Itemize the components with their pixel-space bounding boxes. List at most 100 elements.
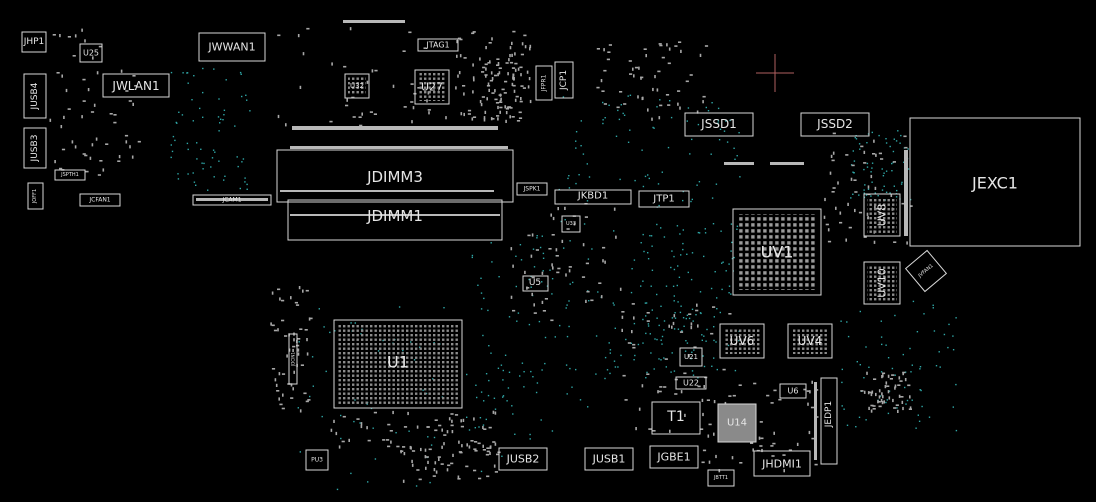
outline-jwwan1 [198,32,266,62]
label-jssd1[interactable]: JSSD1 [700,117,737,131]
outline-jusb1 [584,447,634,471]
jssd-pin-row-2 [770,162,804,165]
label-jhdmi1[interactable]: JHDMI1 [761,458,802,471]
label-uv1[interactable]: UV1 [761,243,794,262]
label-jssd2[interactable]: JSSD2 [816,117,853,131]
label-jwlan1[interactable]: JWLAN1 [111,79,159,93]
jedp1-pin-row [814,382,817,460]
uv6-ball-grid [724,328,760,354]
label-jedp1[interactable]: JEDP1 [824,401,834,428]
label-jexc1[interactable]: JEXC1 [971,174,1018,193]
outline-jwlan1 [102,73,170,98]
label-jspk1[interactable]: JSPK1 [523,186,541,193]
uv1-ball-grid [738,214,816,290]
label-jusb2[interactable]: JUSB2 [506,453,540,466]
label-jhp1[interactable]: JHP1 [23,37,45,47]
label-jwwan1[interactable]: JWWAN1 [207,41,255,54]
u27-ball-grid [418,73,446,101]
label-jcp1[interactable]: JCP1 [559,70,569,91]
outline-u14 [717,403,757,443]
jcam1-pin-row [196,198,268,201]
label-u32[interactable]: U32 [350,82,364,90]
outline-jdcin1 [288,333,298,385]
outline-uv1 [732,208,822,296]
u1-ball-grid [338,324,458,404]
label-uv4[interactable]: UV4 [798,334,823,348]
jdimm-top-header [292,126,498,130]
outline-jexc1 [909,117,1081,247]
outline-jcfan1 [79,193,121,207]
outline-u33 [561,215,581,233]
outline-joff1 [27,182,44,210]
label-u5[interactable]: U5 [529,278,541,288]
label-u25[interactable]: U25 [83,49,99,58]
outline-u32 [344,73,370,99]
label-jtag1[interactable]: JTAG1 [425,41,449,50]
outline-u5 [522,275,549,292]
label-u33[interactable]: U33 [566,221,576,227]
label-uv6[interactable]: UV6 [730,334,755,348]
jssd-pin-row-1 [724,162,754,165]
label-jdimm1[interactable]: JDIMM1 [366,207,423,225]
label-jtp1[interactable]: JTP1 [652,194,674,205]
label-joff1[interactable]: JOFF1 [32,189,38,204]
jdimm3-pin-row [280,190,494,192]
uv8-ball-grid [867,197,897,233]
label-u27[interactable]: U27 [421,81,443,94]
label-jcfan1[interactable]: JCFAN1 [88,197,110,204]
label-u14[interactable]: U14 [727,418,747,429]
outline-jtp1 [638,190,690,208]
label-uv8[interactable]: UV8 [876,204,889,227]
label-jusb3[interactable]: JUSB3 [30,135,40,163]
outline-uv10 [863,261,901,305]
outline-jssd1 [684,112,754,137]
label-u21[interactable]: U21 [684,353,698,361]
label-jdcin1[interactable]: JDCIN1 [291,352,296,367]
outline-u25 [79,43,103,63]
outline-t1 [651,401,701,435]
label-jusb4[interactable]: JUSB4 [30,82,40,110]
jexc1-pin-row [904,150,908,236]
uv10-ball-grid [867,265,897,301]
label-jgbe1[interactable]: JGBE1 [656,451,690,464]
outline-jhdmi1 [753,450,811,477]
outline-jkbd1 [554,189,632,205]
outline-u21 [679,347,703,367]
outline-jdimm1 [287,199,503,241]
outline-jcam1 [192,194,272,206]
label-t1[interactable]: T1 [666,409,684,425]
label-pu3[interactable]: PU3 [311,457,323,464]
outline-jspth1 [54,169,86,181]
label-uv10[interactable]: UV10 [876,268,889,298]
label-jfpr1[interactable]: JFPR1 [541,74,548,92]
label-jbtt1[interactable]: JBTT1 [713,475,728,481]
via-field [170,67,958,491]
jtag-top-header [343,20,405,23]
label-jdimm3[interactable]: JDIMM3 [366,168,423,186]
outline-pu3 [305,449,329,471]
label-jusb1[interactable]: JUSB1 [592,453,626,466]
outline-jssd2 [800,112,870,137]
label-jspth1[interactable]: JSPTH1 [60,172,79,178]
outline-jgbe1 [649,445,699,469]
outline-jusb4 [23,73,47,119]
label-u22[interactable]: U22 [683,379,699,388]
label-u6[interactable]: U6 [788,387,799,396]
outline-jtag1 [417,38,459,52]
outline-uv4 [787,323,833,359]
outline-u22 [675,376,707,390]
jdimm1-pin-row [290,214,500,216]
outline-jdimm3 [276,149,514,203]
outline-jedp1 [820,377,838,465]
outline-jusb3 [23,127,47,169]
label-jkbd1[interactable]: JKBD1 [577,191,608,202]
outline-jusb2 [498,447,548,471]
outline-jbtt1 [707,469,735,487]
label-u1[interactable]: U1 [387,353,409,372]
outline-jfpr1 [535,65,553,101]
label-jcam1[interactable]: JCAM1 [221,197,241,204]
smd-parts [49,27,913,483]
outline-jvfan1 [904,249,948,293]
outline-u6 [779,383,807,399]
